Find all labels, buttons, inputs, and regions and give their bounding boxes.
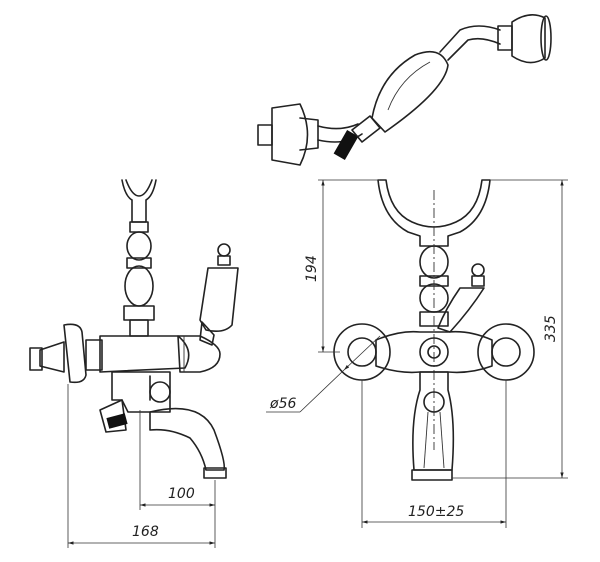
lever-handle (199, 267, 239, 332)
column-bulb-lower (124, 265, 154, 307)
dim-holder-height: 194 (304, 255, 320, 282)
lower-body (111, 371, 171, 413)
hand-shower-view (257, 14, 552, 166)
connector-nut (333, 130, 359, 160)
bracket-body (271, 103, 309, 166)
mixer-cap (177, 335, 221, 373)
diverter-knob (149, 381, 171, 403)
diverter-pull (99, 399, 127, 433)
bracket-nut (257, 124, 273, 146)
shower-neck (439, 25, 501, 53)
front-diverter (423, 391, 445, 413)
front-center-hub (419, 337, 449, 367)
escutcheon (63, 323, 87, 384)
lever-knob (217, 243, 231, 257)
column-bulb-upper (126, 231, 152, 261)
bracket-neck (299, 117, 319, 151)
front-lever-knob (471, 263, 485, 277)
eccentric-nut (39, 341, 65, 373)
dim-spout-reach: 100 (168, 486, 195, 502)
column-nut (123, 305, 155, 321)
shower-handle (371, 50, 449, 133)
front-mixer-body (375, 330, 493, 374)
front-holder-cradle (377, 179, 491, 247)
holder-fork (121, 179, 157, 223)
front-view: 194 335 ø56 150±25 (266, 179, 568, 528)
spout-aerator (203, 467, 227, 479)
right-escutcheon (477, 323, 535, 381)
hose-connector (317, 123, 359, 130)
front-aerator (411, 469, 453, 481)
dim-side-depth: 168 (132, 524, 159, 540)
dim-total-height: 335 (543, 315, 559, 342)
shower-head (511, 14, 546, 64)
spout (149, 407, 226, 471)
dim-escutcheon-diameter: ø56 (269, 396, 296, 412)
side-view: 100 168 (29, 179, 239, 548)
dim-center-distance: 150±25 (408, 504, 464, 520)
mixer-body (99, 335, 190, 373)
front-spout (412, 371, 455, 471)
